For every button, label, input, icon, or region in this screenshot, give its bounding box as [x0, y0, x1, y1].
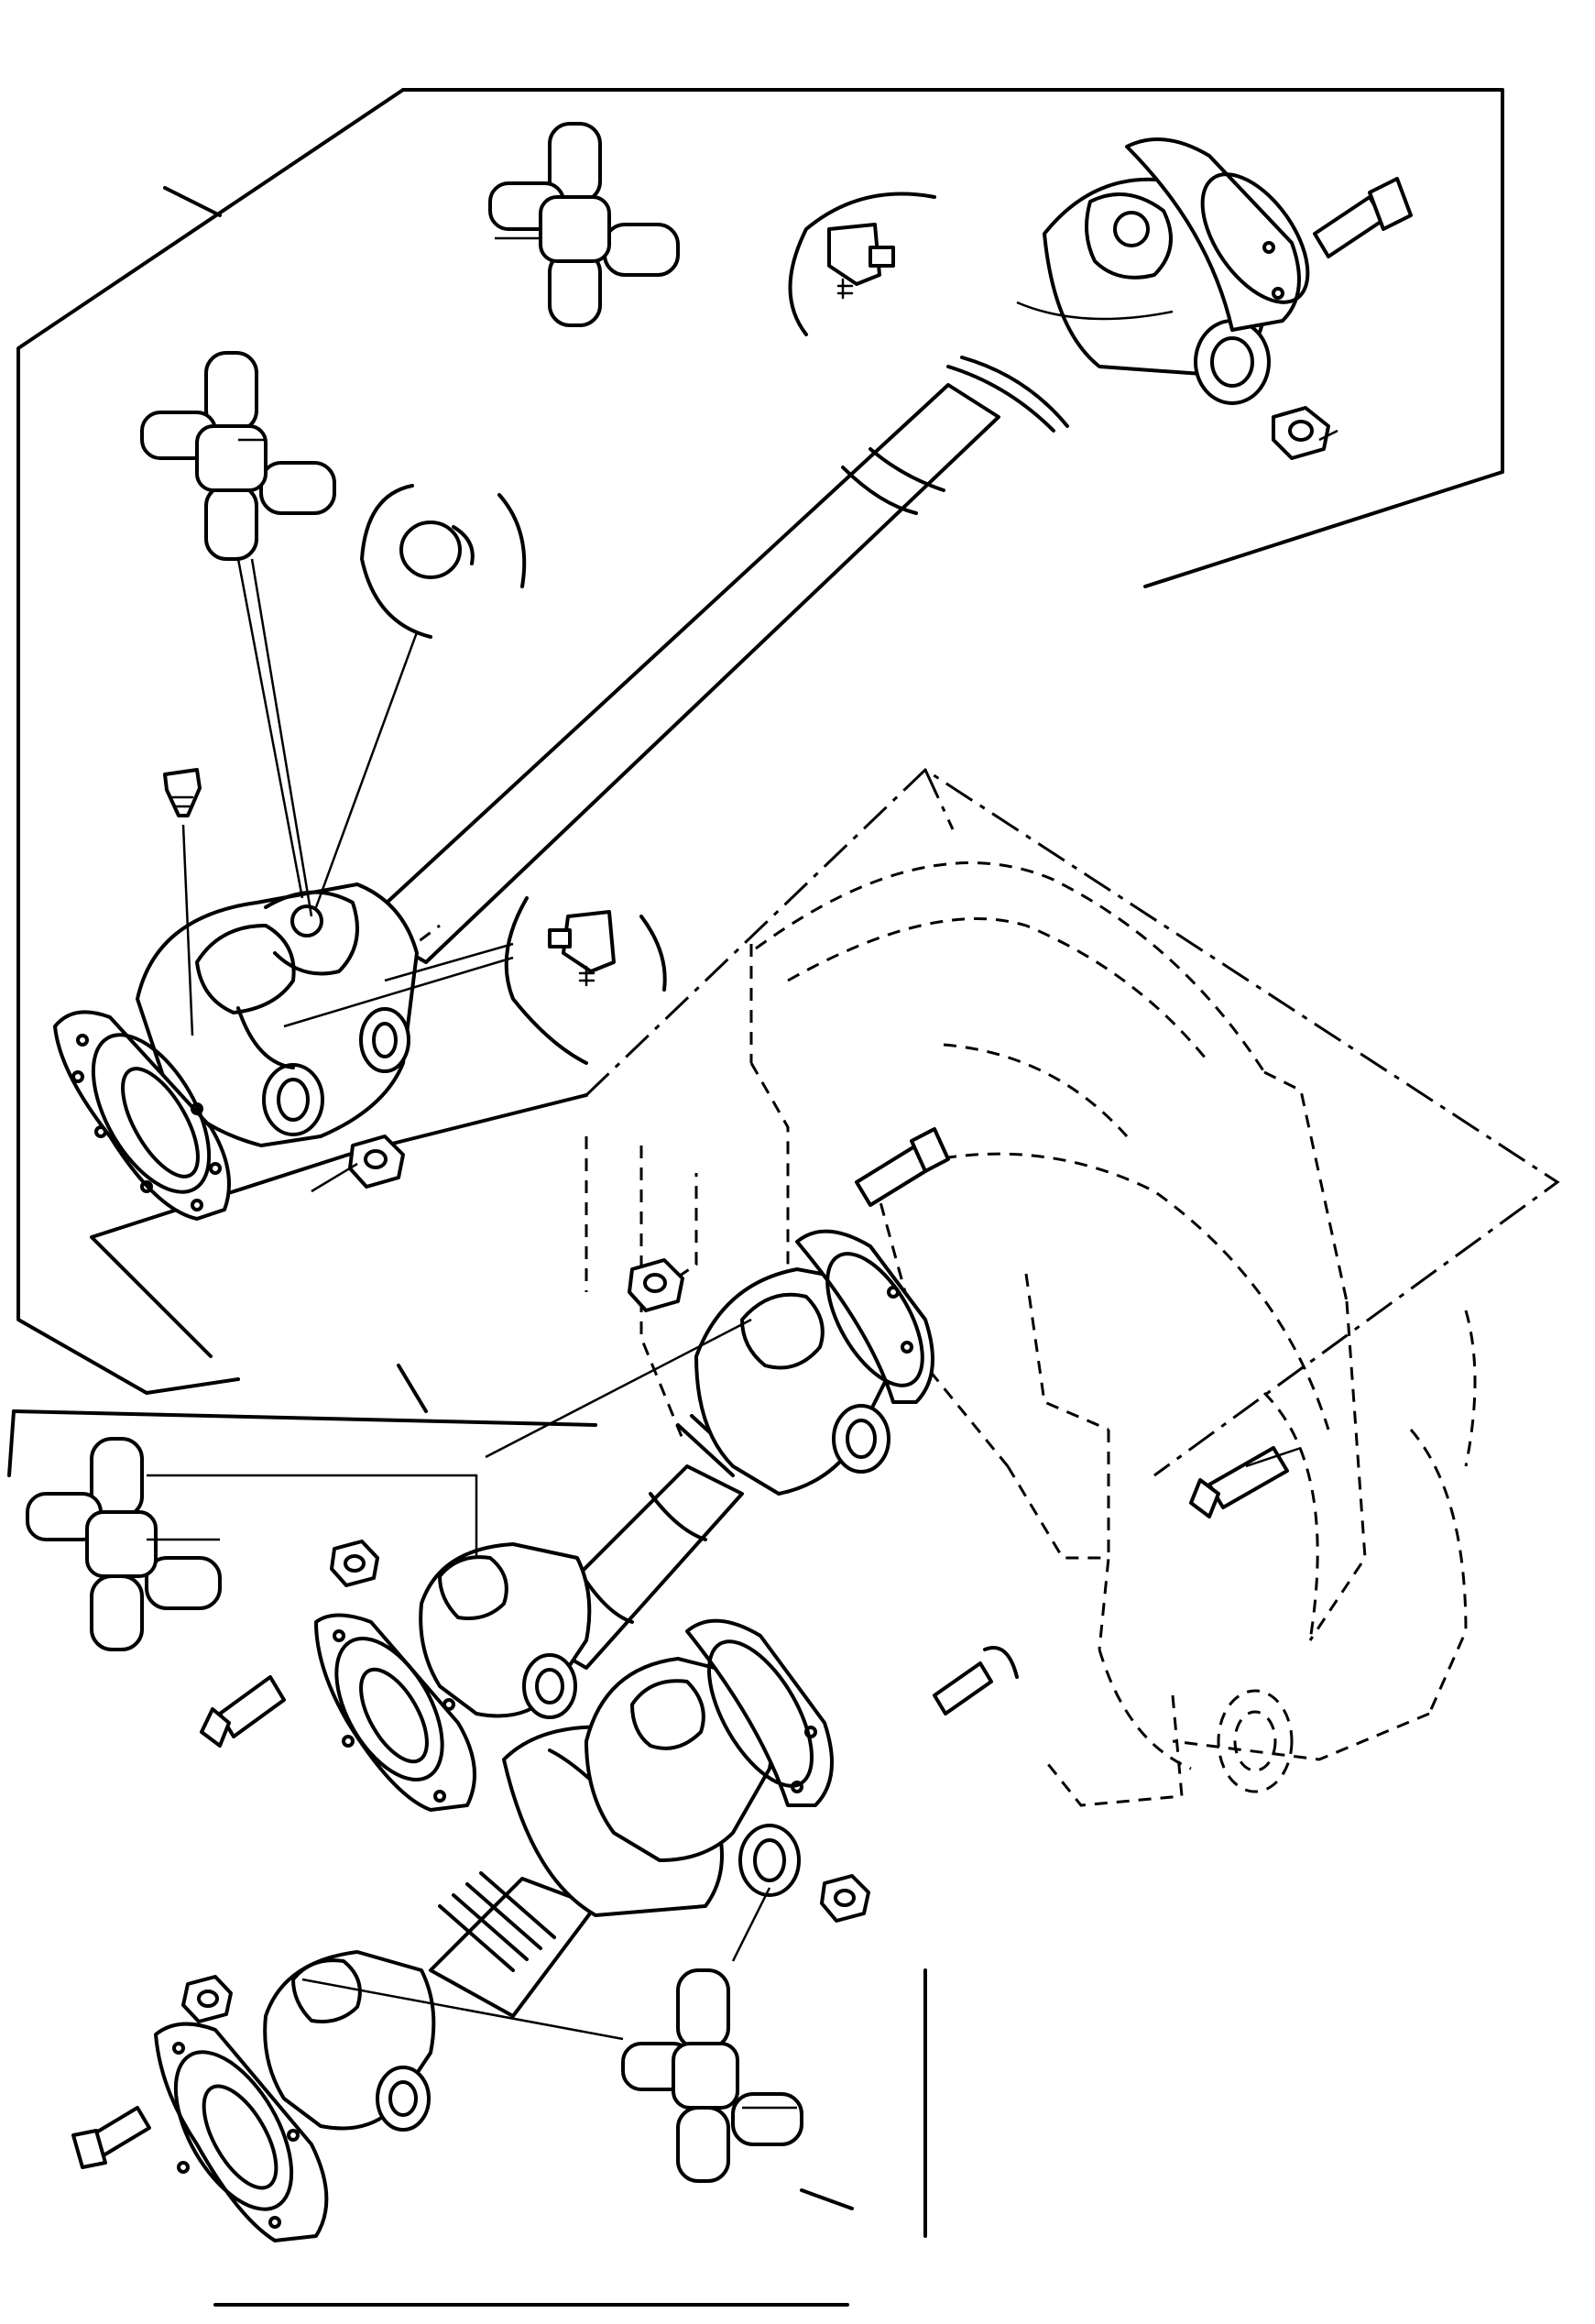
- lower-group-boundary: [7, 1364, 927, 2307]
- flange-bolt: [1189, 1446, 1289, 1518]
- grease-fitting-detail-lower: [504, 896, 667, 1065]
- flange-bolt: [1313, 177, 1413, 258]
- grease-fitting: [163, 768, 202, 817]
- flange-bolt: [855, 1127, 950, 1207]
- front-drive-shaft: [314, 1229, 934, 1812]
- flange-bolt: [933, 1646, 1019, 1716]
- leader-lines: [147, 236, 1338, 2110]
- dust-plug-detail: [360, 484, 527, 639]
- rear-drive-shaft: [154, 1618, 834, 2242]
- lock-nut: [628, 1258, 684, 1312]
- universal-joint-cross: [488, 122, 680, 327]
- universal-joint-cross: [26, 1437, 222, 1651]
- lock-nut: [330, 1540, 379, 1587]
- lock-nut: [1272, 406, 1330, 460]
- universal-joint-cross: [140, 351, 336, 561]
- lock-nut: [820, 1874, 870, 1923]
- lock-nut: [181, 1975, 233, 2023]
- universal-joint-cross: [621, 1968, 803, 2183]
- transmission-housing: [584, 768, 1560, 1807]
- upper-propeller-shaft: [53, 137, 1310, 1221]
- flange-bolt: [71, 2106, 151, 2169]
- grease-fitting-detail-upper: [788, 192, 936, 336]
- flange-bolt: [200, 1675, 286, 1748]
